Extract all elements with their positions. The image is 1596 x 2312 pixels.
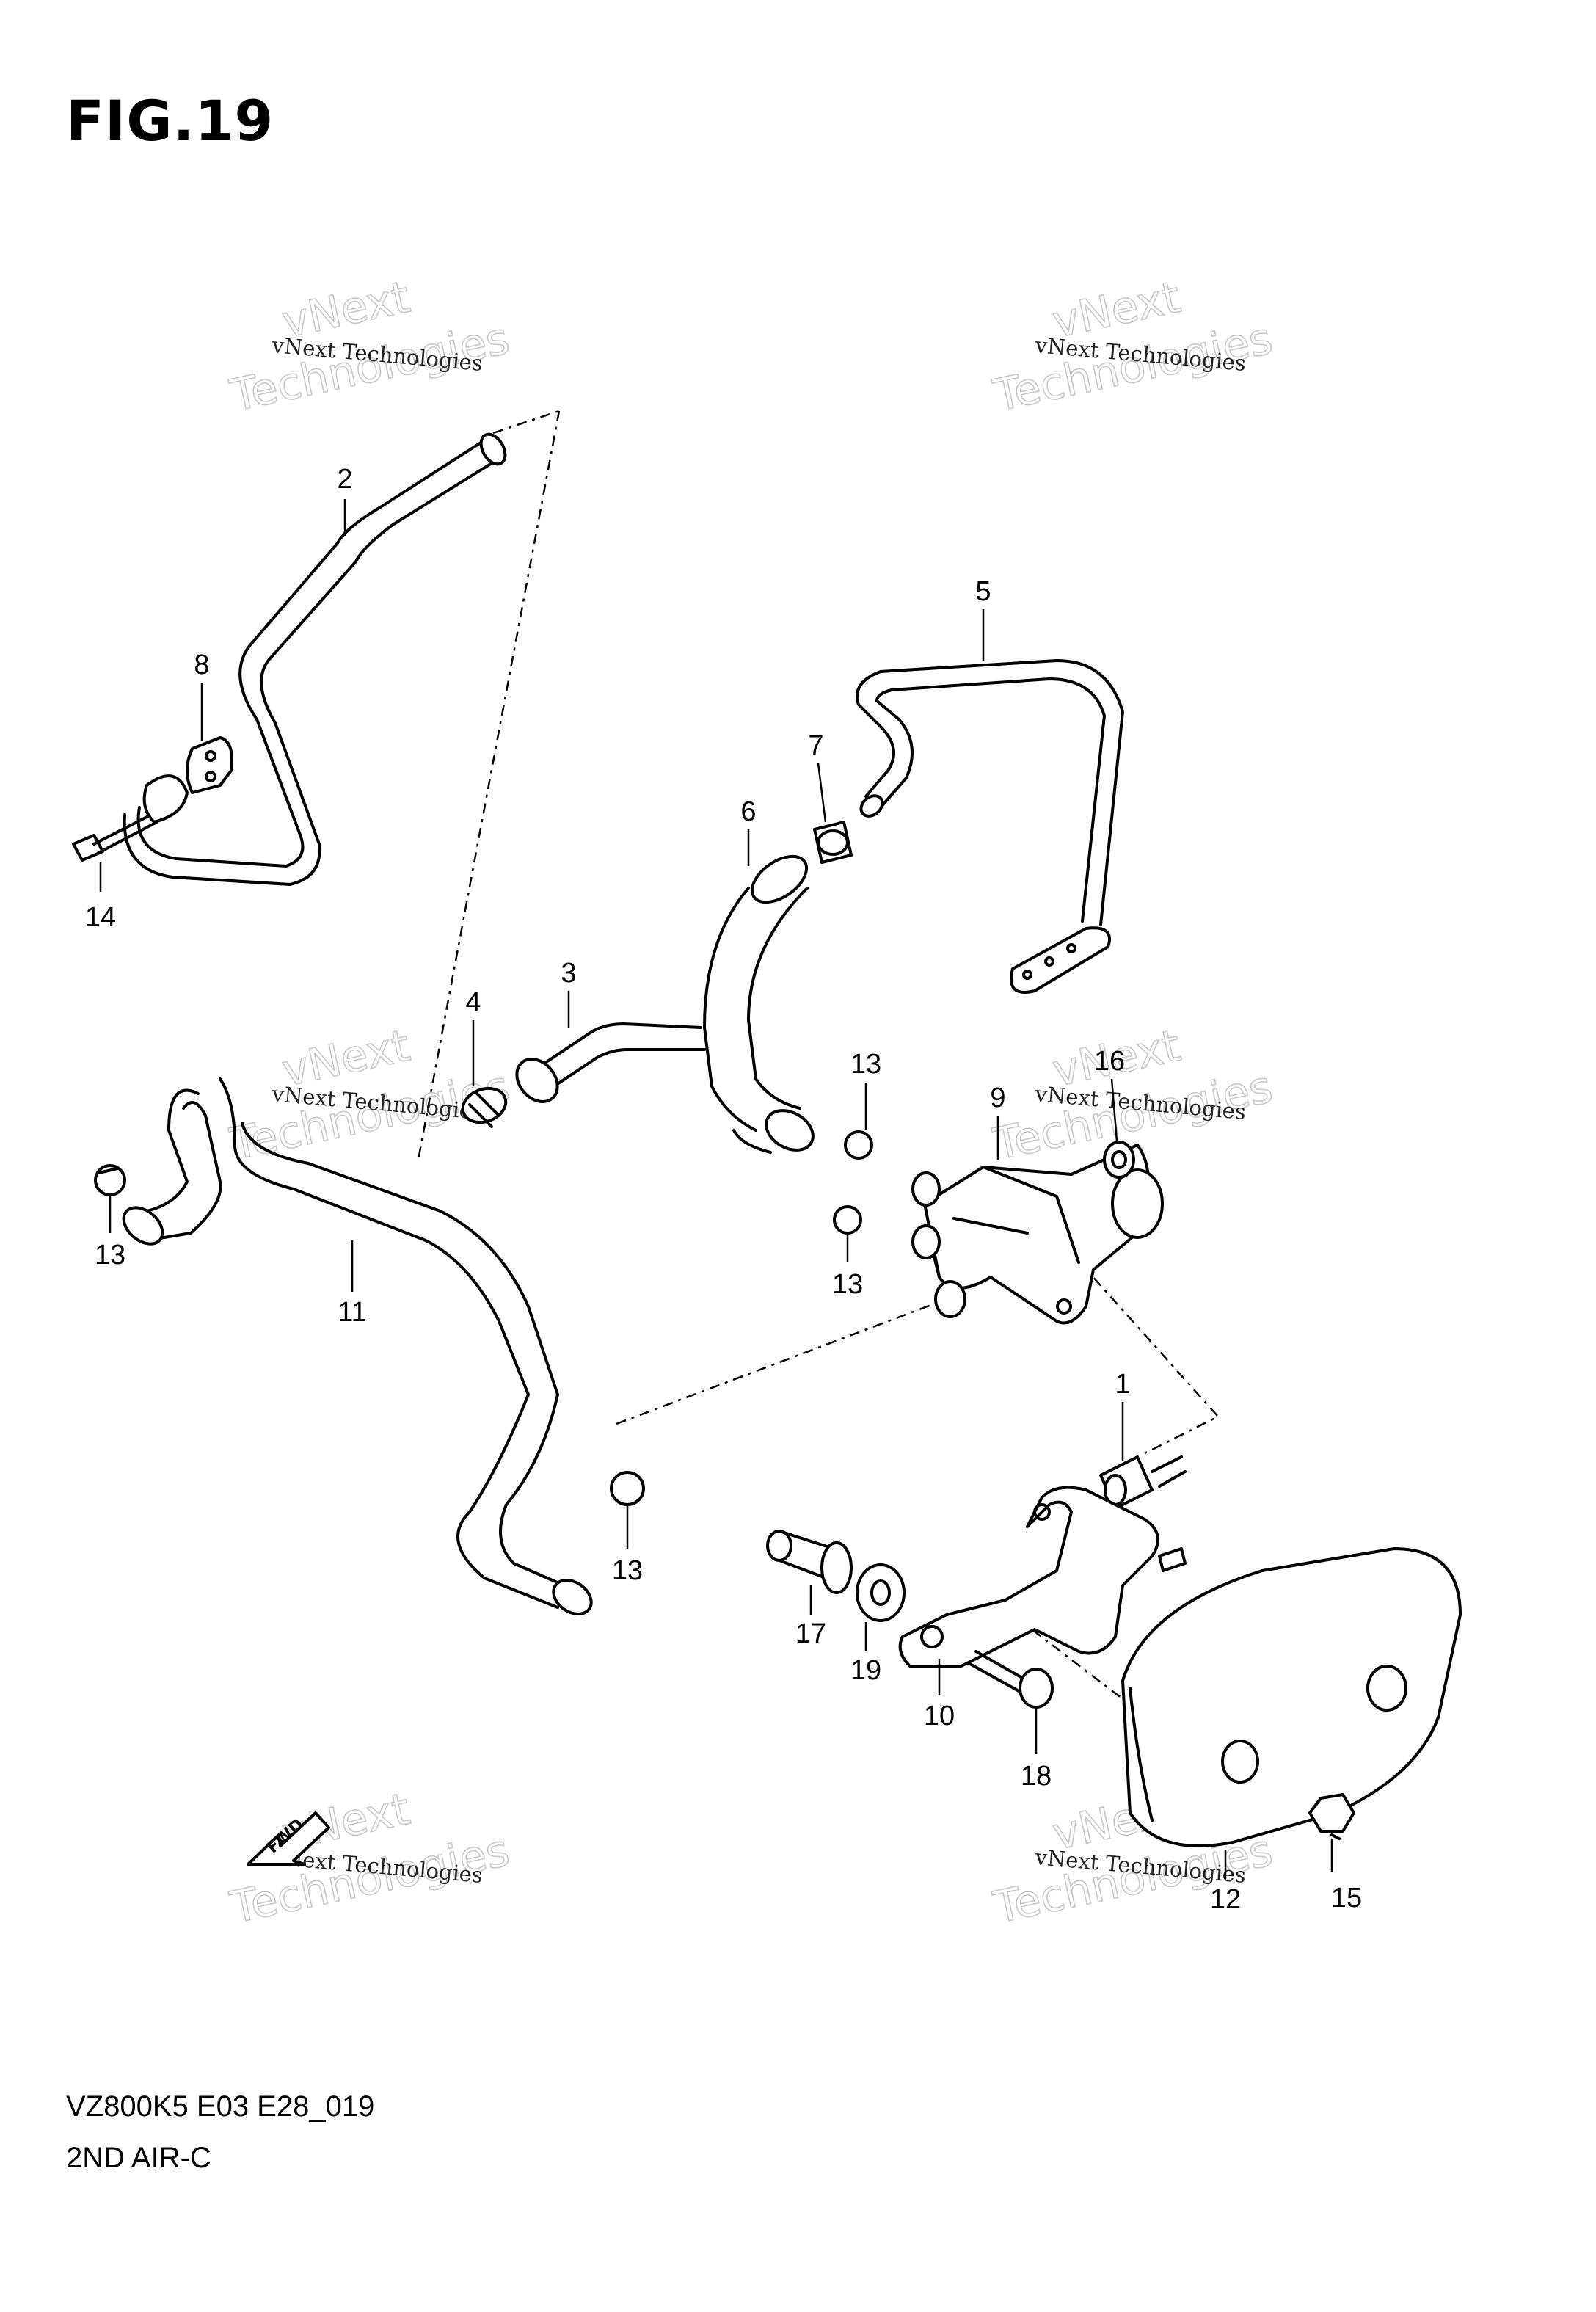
part-6-hose bbox=[703, 854, 815, 1154]
leader-lines bbox=[99, 499, 1333, 1879]
part-3-hose bbox=[515, 1022, 706, 1103]
callout-19: 19 bbox=[850, 1655, 881, 1686]
callout-6: 6 bbox=[740, 796, 756, 827]
callout-4: 4 bbox=[465, 987, 481, 1018]
part-13-clip-b bbox=[844, 1130, 873, 1160]
part-18-bolt bbox=[967, 1650, 1054, 1709]
callout-13-middle: 13 bbox=[832, 1269, 863, 1300]
figure-name: 2ND AIR-C bbox=[66, 2142, 211, 2174]
callout-13-upper: 13 bbox=[850, 1049, 881, 1080]
callout-5: 5 bbox=[975, 576, 991, 607]
callout-7: 7 bbox=[808, 730, 823, 761]
part-7-clamp bbox=[813, 821, 853, 864]
part-17-bushing bbox=[766, 1530, 853, 1594]
part-13-clip-a bbox=[94, 1164, 126, 1196]
watermark-top-left: vNext Technologies vNext Technologies bbox=[225, 271, 514, 423]
callout-16: 16 bbox=[1094, 1046, 1125, 1077]
part-4-clamp bbox=[461, 1086, 508, 1128]
callout-1: 1 bbox=[1115, 1369, 1130, 1400]
callout-14: 14 bbox=[85, 902, 116, 933]
part-11-hose bbox=[122, 1077, 593, 1615]
part-2-hose bbox=[123, 432, 507, 886]
callout-13-lower: 13 bbox=[612, 1555, 643, 1586]
callout-3: 3 bbox=[561, 958, 576, 989]
figure-title: FIG.19 bbox=[66, 88, 274, 153]
watermark-top-right: vNext Technologies vNext Technologies bbox=[988, 271, 1278, 423]
callout-13-left: 13 bbox=[95, 1240, 125, 1270]
part-10-bracket bbox=[898, 1486, 1187, 1668]
figure-code: VZ800K5 E03 E28_019 bbox=[66, 2090, 375, 2123]
callout-8: 8 bbox=[194, 650, 209, 680]
part-1-sensor bbox=[1099, 1455, 1187, 1510]
callout-12: 12 bbox=[1210, 1884, 1241, 1915]
callout-17: 17 bbox=[795, 1618, 826, 1649]
callout-15: 15 bbox=[1331, 1883, 1362, 1913]
callout-18: 18 bbox=[1021, 1761, 1052, 1792]
callout-9: 9 bbox=[990, 1083, 1005, 1113]
part-12-cover bbox=[1121, 1547, 1462, 1847]
part-13-clip-d bbox=[610, 1471, 645, 1506]
callouts: 2 8 14 5 7 6 3 4 13 9 16 13 13 11 13 1 1… bbox=[85, 464, 1362, 1915]
part-5-pipe bbox=[856, 659, 1124, 994]
part-15-nut bbox=[1308, 1793, 1355, 1840]
callout-2: 2 bbox=[337, 464, 352, 495]
part-16-washer bbox=[1103, 1141, 1135, 1179]
part-13-clip-c bbox=[833, 1205, 862, 1235]
part-19-grommet bbox=[856, 1563, 906, 1622]
part-8-gasket bbox=[186, 736, 233, 794]
callout-10: 10 bbox=[924, 1701, 955, 1731]
callout-11: 11 bbox=[338, 1297, 366, 1328]
part-14-bolt bbox=[72, 774, 189, 862]
part-9-valve bbox=[911, 1144, 1164, 1325]
